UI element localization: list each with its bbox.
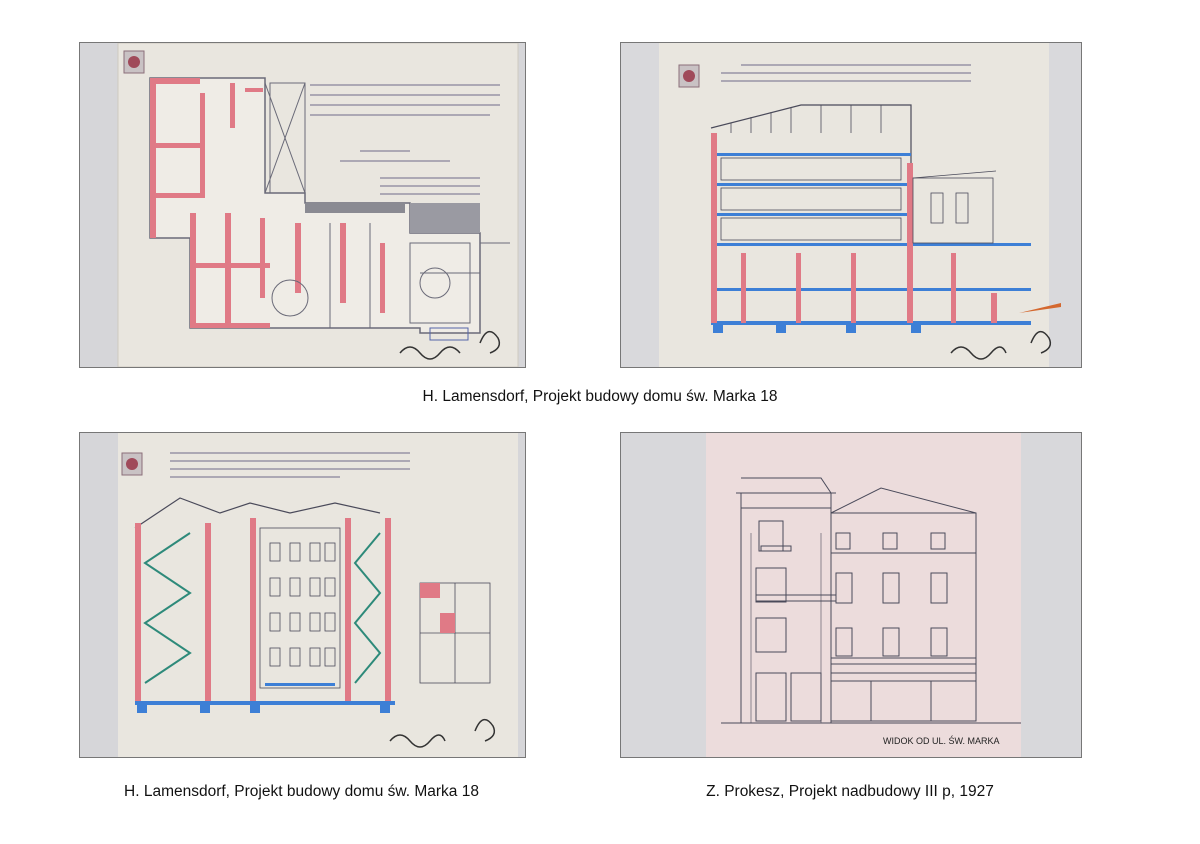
stamp-icon <box>678 64 700 88</box>
drawing-section-longitudinal <box>620 42 1082 368</box>
stamp-icon <box>123 50 145 74</box>
drawing-facade-elevation: WIDOK OD UL. ŚW. MARKA <box>620 432 1082 758</box>
stairs-section-svg <box>118 433 518 757</box>
staircases <box>143 532 382 684</box>
floor-plan-svg <box>117 43 519 367</box>
drawing-floor-plan <box>79 42 526 368</box>
caption-bottom-left: H. Lamensdorf, Projekt budowy domu św. M… <box>124 783 479 800</box>
stamp-icon <box>121 452 143 476</box>
section-svg <box>659 43 1061 367</box>
caption-bottom-right: Z. Prokesz, Projekt nadbudowy III p, 192… <box>706 783 994 800</box>
caption-top: H. Lamensdorf, Projekt budowy domu św. M… <box>422 388 778 405</box>
section-beams <box>711 153 1031 333</box>
elevation-label: WIDOK OD UL. ŚW. MARKA <box>883 735 1000 746</box>
plan-walls <box>150 78 385 328</box>
facade-svg: WIDOK OD UL. ŚW. MARKA <box>706 433 1021 757</box>
drawing-section-stairs <box>79 432 526 758</box>
